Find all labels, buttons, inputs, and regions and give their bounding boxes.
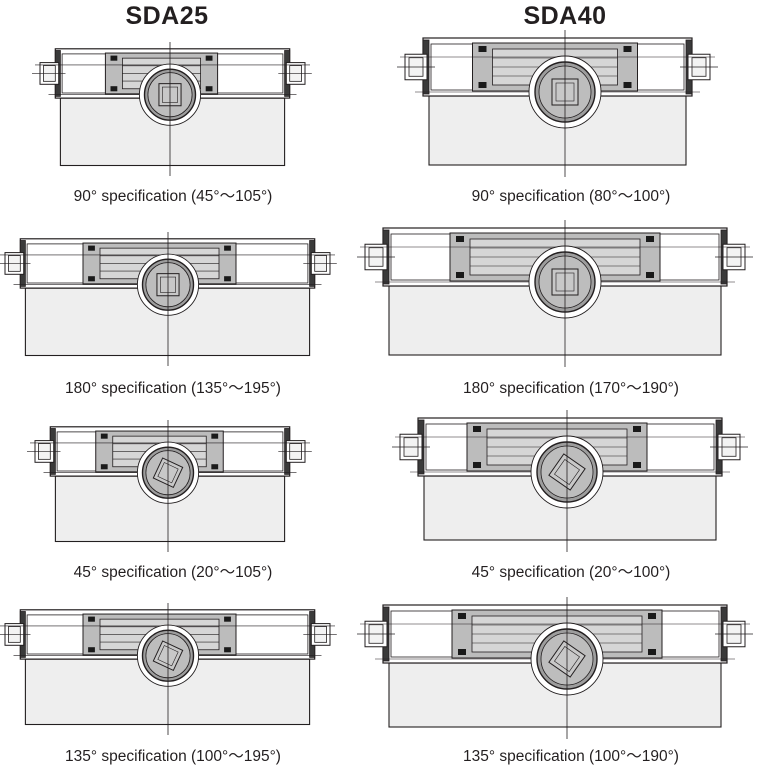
caption-sda40-45: 45° specification (20°～100°) [471,564,671,581]
caption-sda40-90: 90° specification (80°～100°) [471,188,671,205]
drawing-sda40-180 [357,220,753,367]
drawing-sda25-135 [0,603,337,735]
header-sda40: SDA40 [523,2,607,30]
drawing-sda40-90 [397,30,718,177]
caption-sda40-135: 135° specification (100°～190°) [463,748,679,765]
drawing-sda40-135 [357,597,753,739]
caption-sda25-90: 90° specification (45°～105°) [73,188,273,205]
drawing-sda25-90 [32,42,312,176]
caption-sda25-45: 45° specification (20°～105°) [73,564,273,581]
caption-sda25-135: 135° specification (100°～195°) [65,748,281,765]
drawing-sda25-45 [27,420,312,552]
caption-sda40-180: 180° specification (170°～190°) [463,380,679,397]
drawing-sda40-45 [392,410,748,552]
drawing-sda25-180 [0,232,337,366]
caption-sda25-180: 180° specification (135°～195°) [65,380,281,397]
header-sda25: SDA25 [125,2,209,30]
